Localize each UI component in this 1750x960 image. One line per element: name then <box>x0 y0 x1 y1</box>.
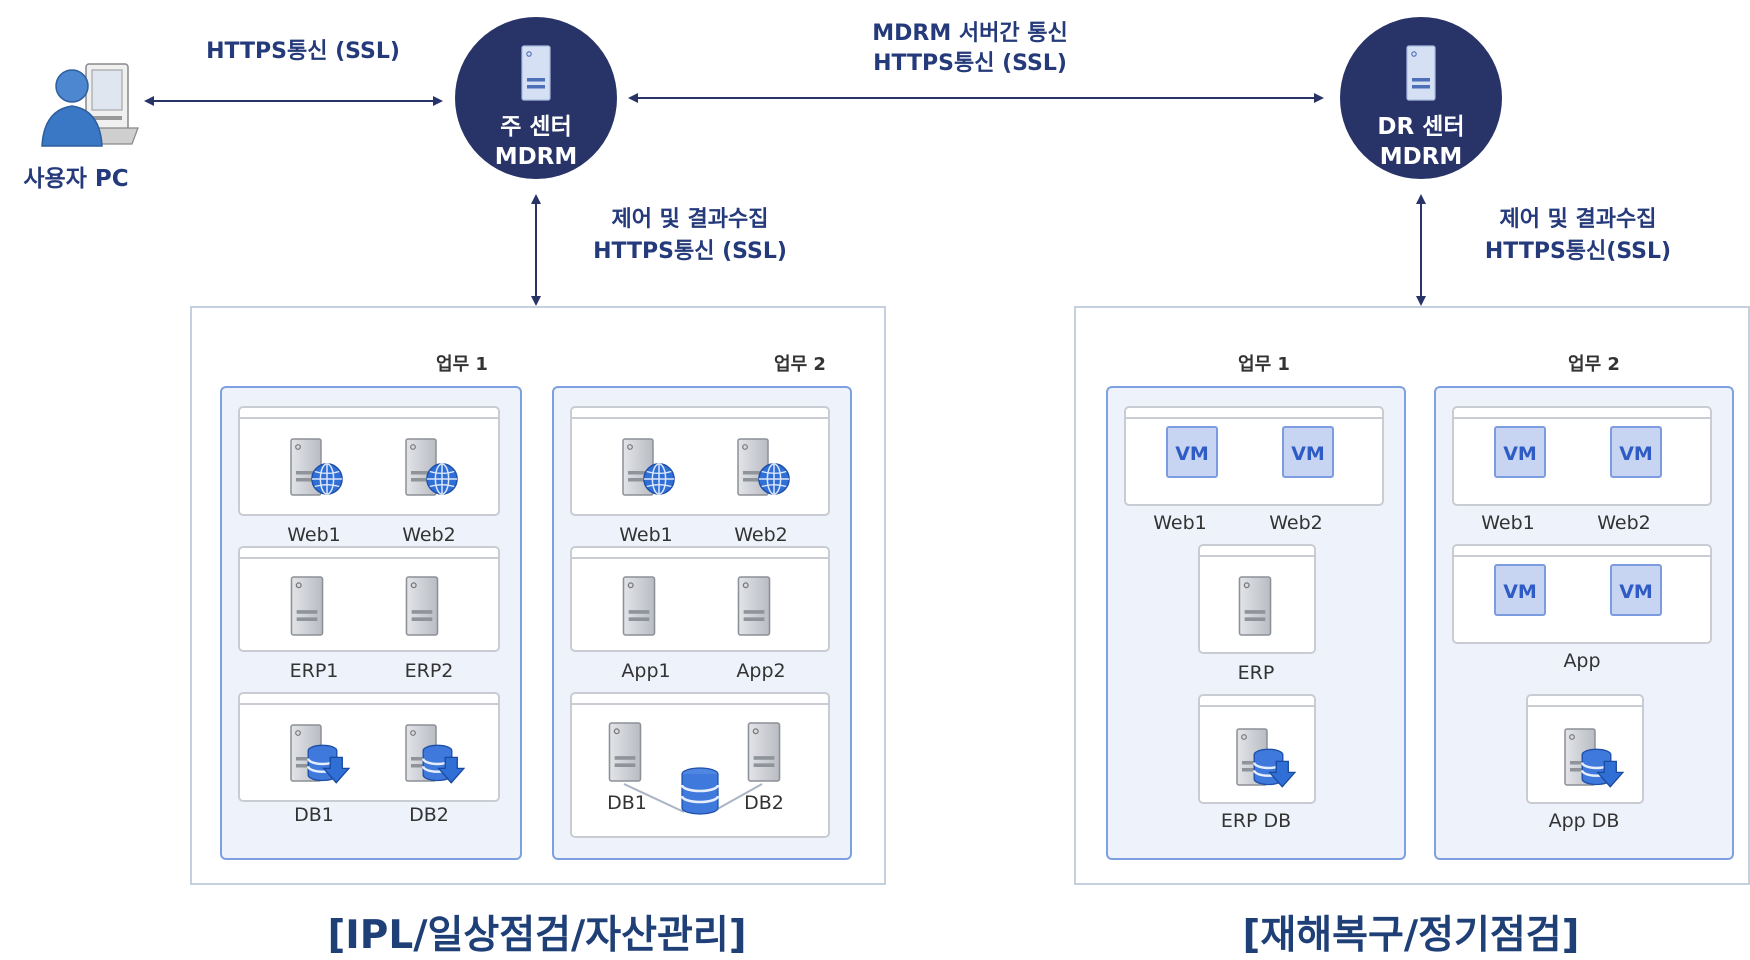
node-label: Web1 <box>287 524 341 546</box>
main-center-name: 주 센터 <box>500 114 572 140</box>
db-cluster-lines <box>623 783 763 813</box>
user-pc-label: 사용자 PC <box>23 166 129 192</box>
server-icon <box>608 722 642 782</box>
vm-icon: VM <box>1494 564 1546 616</box>
erp-panel <box>238 546 500 652</box>
node-label: DB1 <box>294 804 334 826</box>
app-panel <box>570 546 830 652</box>
node-label: ERP <box>1237 662 1275 684</box>
node-label: ERP1 <box>289 660 339 682</box>
task1-group: VM VM Web1 Web2 ERP ERP DB <box>1106 386 1406 860</box>
vm-icon: VM <box>1610 564 1662 616</box>
web-server-icon <box>737 438 790 496</box>
server-icon <box>521 45 551 101</box>
server-icon <box>405 576 439 636</box>
web-server-icon <box>622 438 675 496</box>
node-label: App <box>1563 650 1601 672</box>
vm-icon: VM <box>1166 426 1218 478</box>
task2-group: Web1 Web2 App1 App2 DB1 DB2 <box>552 386 852 860</box>
db-server-icon <box>405 724 465 784</box>
node-label: Web2 <box>402 524 456 546</box>
node-label: Web1 <box>1153 512 1207 534</box>
web-panel <box>238 406 500 516</box>
main-down-label-2: HTTPS통신 (SSL) <box>593 239 787 264</box>
web-panel <box>570 406 830 516</box>
dr-center-name: DR 센터 <box>1377 114 1465 140</box>
node-label: App DB <box>1548 810 1620 832</box>
task1-title: 업무 1 <box>1238 354 1290 375</box>
main-dr-link-label-2: HTTPS통신 (SSL) <box>873 51 1067 76</box>
node-label: Web1 <box>619 524 673 546</box>
main-center-mdrm-label: MDRM <box>494 144 578 170</box>
server-icon <box>1238 576 1272 636</box>
db-cluster-panel: DB1 DB2 <box>570 692 830 838</box>
node-label: App1 <box>621 660 671 682</box>
server-icon <box>622 576 656 636</box>
node-label: Web1 <box>1481 512 1535 534</box>
main-dr-link-label-1: MDRM 서버간 통신 <box>872 21 1068 46</box>
task2-title: 업무 2 <box>1568 354 1620 375</box>
main-center-mdrm: 주 센터 MDRM <box>455 17 617 179</box>
node-label: DB1 <box>607 792 647 814</box>
node-label: Web2 <box>734 524 788 546</box>
dr-center-mdrm-label: MDRM <box>1379 144 1463 170</box>
db-server-icon <box>290 724 350 784</box>
vm-icon: VM <box>1282 426 1334 478</box>
vm-panel: VM VM <box>1124 406 1384 506</box>
erp-db-panel <box>1198 694 1316 804</box>
task2-group: VM VM Web1 Web2 VM VM App App DB <box>1434 386 1734 860</box>
web-server-icon <box>405 438 458 496</box>
vm-icon: VM <box>1610 426 1662 478</box>
task2-title: 업무 2 <box>774 354 826 375</box>
db-server-icon <box>1236 728 1296 788</box>
node-label: App2 <box>736 660 786 682</box>
node-label: ERP2 <box>404 660 454 682</box>
right-site-title: [재해복구/정기점검] <box>1242 913 1580 958</box>
db-server-icon <box>1564 728 1624 788</box>
user-main-link-label: HTTPS통신 (SSL) <box>206 39 400 64</box>
right-site-box: 업무 1 업무 2 VM VM Web1 Web2 ERP ERP DB VM … <box>1074 306 1750 885</box>
node-label: DB2 <box>744 792 784 814</box>
dr-down-label-2: HTTPS통신(SSL) <box>1484 239 1672 264</box>
server-icon <box>737 576 771 636</box>
vm-icon: VM <box>1494 426 1546 478</box>
server-icon <box>747 722 781 782</box>
task1-title: 업무 1 <box>436 354 488 375</box>
task1-group: Web1 Web2 ERP1 ERP2 DB1 DB2 <box>220 386 522 860</box>
db-panel <box>238 692 500 802</box>
left-site-title: [IPL/일상점검/자산관리] <box>327 913 747 958</box>
server-icon <box>290 576 324 636</box>
left-site-box: 업무 1 업무 2 Web1 Web2 ERP1 ERP2 DB1 DB2 We… <box>190 306 886 885</box>
node-label: ERP DB <box>1220 810 1292 832</box>
dr-down-label-1: 제어 및 결과수집 <box>1499 207 1657 232</box>
node-label: Web2 <box>1269 512 1323 534</box>
node-label: Web2 <box>1597 512 1651 534</box>
dr-center-mdrm: DR 센터 MDRM <box>1340 17 1502 179</box>
node-label: DB2 <box>409 804 449 826</box>
app-panel: VM VM <box>1452 544 1712 644</box>
main-down-label-1: 제어 및 결과수집 <box>611 207 769 232</box>
app-db-panel <box>1526 694 1644 804</box>
user-pc-icon <box>41 63 139 147</box>
erp-panel <box>1198 544 1316 654</box>
server-icon <box>1406 45 1436 101</box>
vm-panel: VM VM <box>1452 406 1712 506</box>
web-server-icon <box>290 438 343 496</box>
